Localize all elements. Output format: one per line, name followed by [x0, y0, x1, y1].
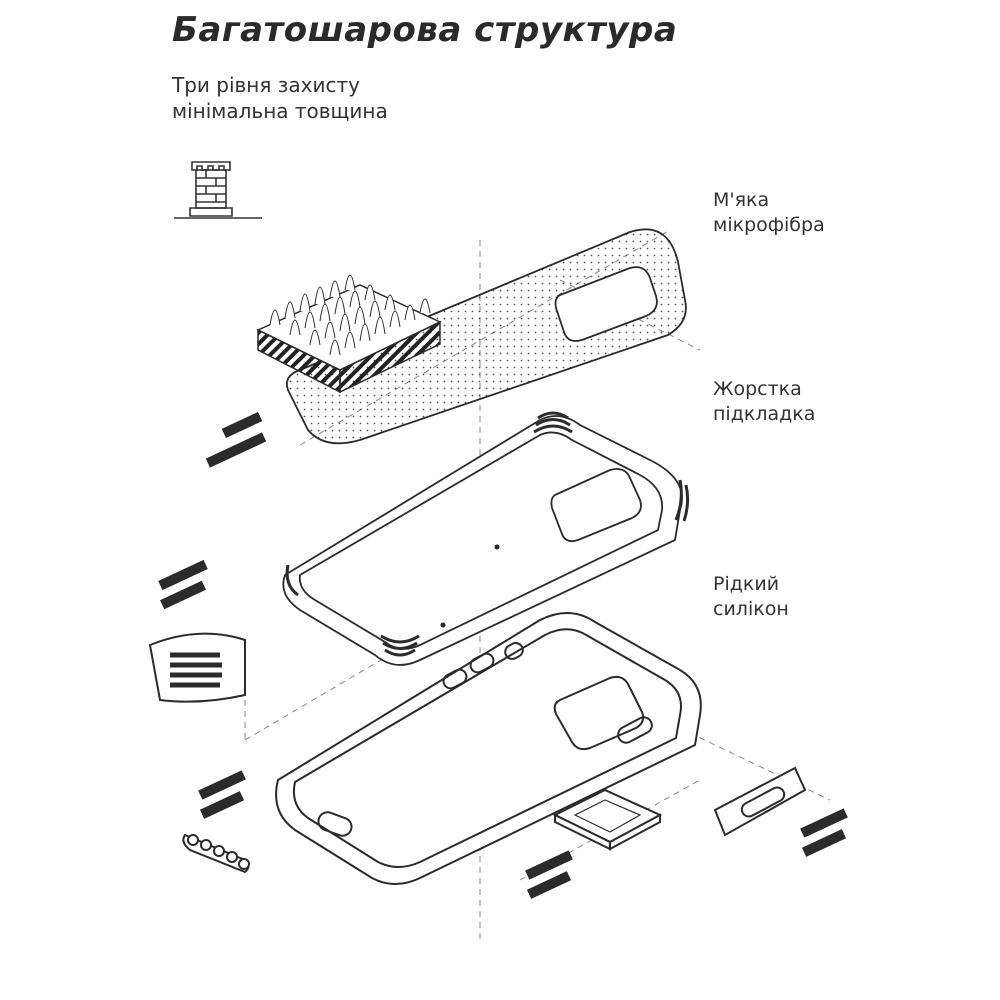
label-hard-pad: Жорстка підкладка [713, 377, 815, 427]
page-title: Багатошарова структура [172, 10, 678, 50]
label-line: М'яка [713, 189, 770, 211]
label-line: силікон [713, 598, 789, 620]
label-liquid-silicone: Рідкий силікон [713, 572, 789, 622]
spec-tags [158, 412, 848, 899]
silicone-bumper-layer [275, 612, 702, 885]
microfiber-layer [256, 228, 687, 445]
corner-bumper-detail [148, 632, 246, 703]
subtitle-line-1: Три рівня захисту [172, 73, 360, 97]
measure-point [494, 544, 500, 550]
camera-ring-part [552, 788, 663, 851]
label-line: Жорстка [713, 378, 802, 400]
hard-pad-layer [282, 411, 690, 666]
tower-icon [174, 161, 262, 219]
measure-point [440, 622, 446, 628]
side-button-detail [713, 766, 807, 837]
label-soft-microfiber: М'яка мікрофібра [713, 188, 825, 238]
label-line: підкладка [713, 403, 816, 425]
label-line: мікрофібра [713, 214, 825, 236]
button-cable-detail [182, 833, 250, 874]
label-line: Рідкий [713, 573, 780, 595]
page-subtitle: Три рівня захисту мінімальна товщина [172, 72, 388, 124]
subtitle-line-2: мінімальна товщина [172, 99, 388, 123]
